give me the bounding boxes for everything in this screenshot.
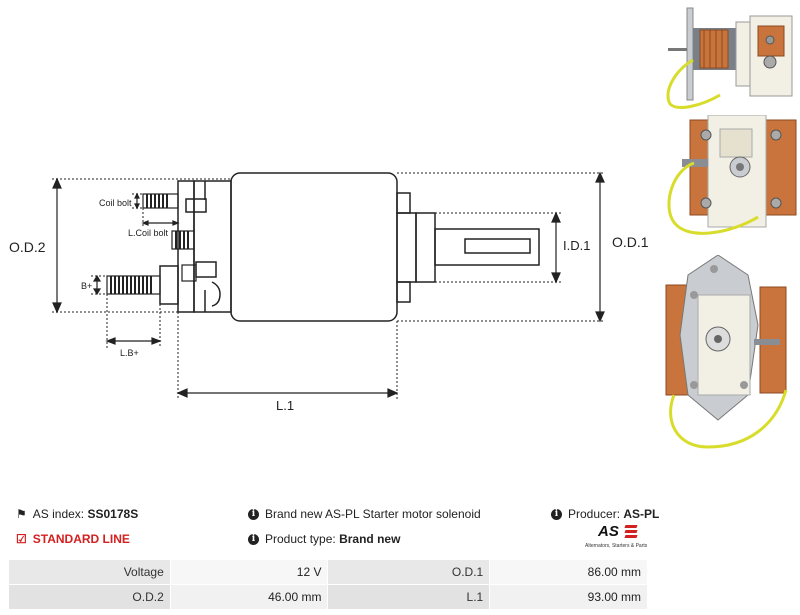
as-index: ⚑ AS index: SS0178S: [16, 507, 139, 521]
spec-key: Voltage: [8, 559, 171, 585]
l-b-plus-label: L.B+: [120, 348, 139, 358]
as-pl-logo: AS Alternators, Starters & Parts: [585, 523, 648, 549]
table-row: O.D.2 46.00 mm L.1 93.00 mm: [8, 584, 648, 610]
product-photo-top[interactable]: [658, 115, 800, 250]
b-plus-bolt: [106, 264, 197, 305]
plunger-shaft: [434, 228, 540, 266]
solenoid-body: [230, 172, 398, 322]
specifications-table: Voltage 12 V O.D.1 86.00 mm O.D.2 46.00 …: [8, 559, 648, 610]
solenoid-dimension-drawing: O.D.2 O.D.1 I.D.1 Coil bolt L.Coil bolt …: [9, 171, 649, 413]
b-plus-label: B+: [81, 281, 92, 291]
l-coil-bolt-label: L.Coil bolt: [128, 228, 169, 238]
spec-key: O.D.2: [8, 584, 171, 610]
logo-bars-icon: [624, 525, 638, 539]
coil-bolt-label: Coil bolt: [99, 198, 132, 208]
l1-label: L.1: [276, 398, 294, 413]
info-icon: i: [248, 533, 259, 545]
product-photo-rear[interactable]: [658, 255, 800, 455]
producer-value: AS-PL: [623, 507, 660, 521]
as-index-value: SS0178S: [87, 507, 139, 521]
od2-label: O.D.2: [9, 239, 46, 255]
coil-bolt: [142, 193, 179, 209]
spec-value: 12 V: [169, 559, 329, 585]
checkbox-checked-icon: ☑: [16, 532, 27, 546]
spec-value: 46.00 mm: [169, 584, 329, 610]
product-type-value: Brand new: [339, 532, 401, 546]
spec-value: 86.00 mm: [489, 559, 648, 585]
info-icon: i: [248, 508, 259, 520]
terminal-block: [193, 180, 232, 313]
id1-label: I.D.1: [563, 238, 590, 253]
table-row: Voltage 12 V O.D.1 86.00 mm: [8, 559, 648, 585]
description: i Brand new AS-PL Starter motor solenoid: [248, 507, 481, 521]
product-type: i Product type: Brand new: [248, 532, 400, 546]
spec-key: O.D.1: [327, 559, 491, 585]
standard-line: ☑ STANDARD LINE: [16, 532, 130, 546]
spec-value: 93.00 mm: [489, 584, 648, 610]
producer: i Producer: AS-PL: [551, 507, 659, 521]
coil-bolt-lower: [171, 230, 195, 250]
spec-key: L.1: [327, 584, 491, 610]
product-photo-side[interactable]: [658, 0, 800, 115]
info-icon: i: [551, 508, 562, 520]
tag-icon: ⚑: [16, 507, 27, 521]
od1-label: O.D.1: [612, 234, 649, 250]
